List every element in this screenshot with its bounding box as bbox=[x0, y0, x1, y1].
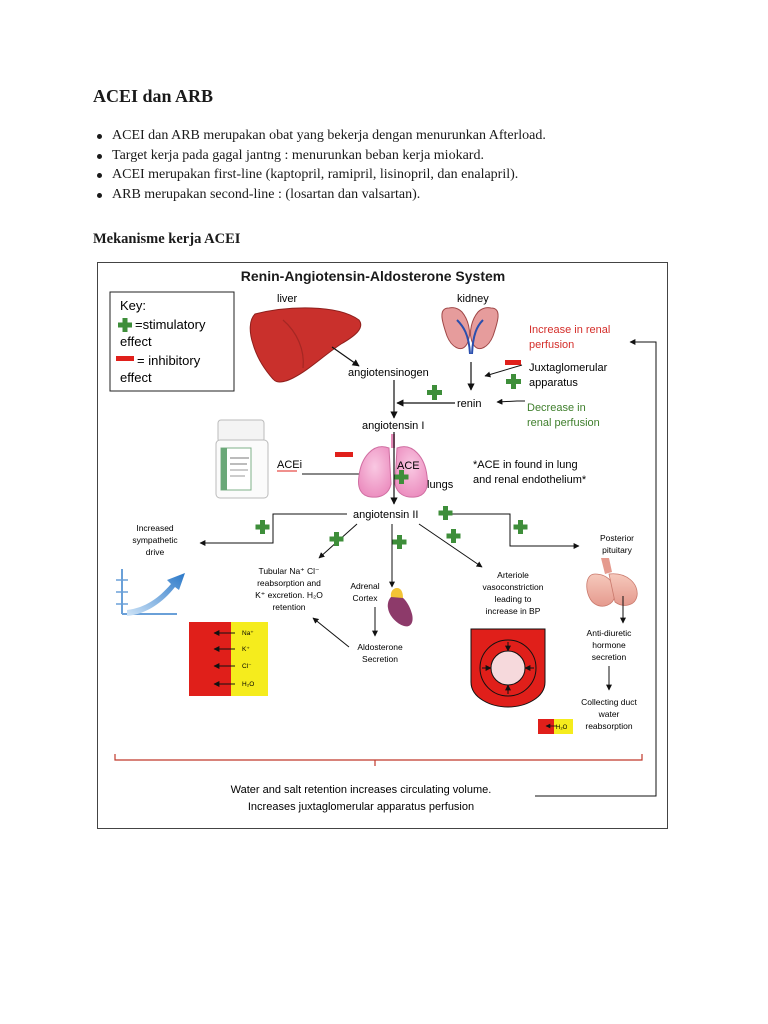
acei-label: ACEi bbox=[277, 459, 302, 471]
arrow-feedback-loop bbox=[535, 339, 657, 797]
lungs-label: lungs bbox=[427, 479, 454, 491]
stimulatory-plus-icon bbox=[513, 520, 528, 534]
stimulatory-plus-icon bbox=[329, 532, 344, 546]
sympathetic-label-2: sympathetic bbox=[132, 535, 178, 545]
arrow-liver-angiotensinogen bbox=[331, 346, 360, 367]
collecting-duct-label-2: water bbox=[598, 709, 620, 719]
stimulatory-plus-icon bbox=[427, 385, 442, 400]
angiotensin-1-label: angiotensin I bbox=[362, 420, 424, 432]
arrow-to-arteriole bbox=[418, 523, 483, 568]
arrow-juxta bbox=[484, 364, 523, 378]
arteriole-label-1: Arteriole bbox=[497, 570, 529, 580]
liver-icon bbox=[249, 307, 362, 383]
arrow-decrease-perfusion bbox=[496, 398, 525, 405]
increase-renal-perfusion-label: Increase in renal bbox=[529, 324, 610, 336]
inhibitory-minus-icon bbox=[116, 356, 134, 361]
bullet-item: Target kerja pada gagal jantng : menurun… bbox=[94, 146, 546, 166]
posterior-pituitary-label-2: pituitary bbox=[602, 545, 633, 555]
ace-note-line-1: *ACE in found in lung bbox=[473, 459, 578, 471]
posterior-pituitary-label-1: Posterior bbox=[600, 533, 634, 543]
adrenal-label-1: Adrenal bbox=[350, 581, 379, 591]
arteriole-label-3: leading to bbox=[495, 594, 532, 604]
raas-diagram: Renin-Angiotensin-Aldosterone System Key… bbox=[97, 262, 668, 829]
page-title: ACEI dan ARB bbox=[93, 86, 214, 106]
lungs-icon bbox=[358, 434, 428, 498]
stimulatory-plus-icon bbox=[255, 520, 270, 534]
key-inhibitory-effect: effect bbox=[120, 370, 152, 385]
summary-line-1: Water and salt retention increases circu… bbox=[231, 784, 492, 796]
sympathetic-label-3: drive bbox=[146, 547, 165, 557]
ion-label: Cl⁻ bbox=[242, 663, 252, 670]
pill-bottle-icon bbox=[215, 419, 269, 499]
tubule-cell-icon bbox=[189, 622, 268, 696]
decrease-renal-perfusion-label: Decrease in bbox=[527, 402, 586, 414]
pituitary-icon bbox=[586, 558, 638, 607]
liver-label: liver bbox=[277, 293, 298, 305]
arrow-to-pituitary bbox=[442, 513, 580, 549]
ion-label: K⁺ bbox=[242, 646, 250, 653]
kidney-label: kidney bbox=[457, 293, 489, 305]
bullet-item: ACEI dan ARB merupakan obat yang bekerja… bbox=[94, 126, 546, 146]
arrow-aldosterone-tubular bbox=[312, 617, 350, 648]
tubular-label-4: retention bbox=[272, 602, 305, 612]
adh-label-3: secretion bbox=[592, 652, 627, 662]
bullet-item: ACEI merupakan first-line (kaptopril, ra… bbox=[94, 165, 546, 185]
arteriole-icon bbox=[470, 628, 546, 708]
aldosterone-label-2: Secretion bbox=[362, 654, 398, 664]
ace-label: ACE bbox=[397, 460, 420, 472]
inhibitory-minus-icon bbox=[505, 360, 521, 365]
ion-label: H₂O bbox=[242, 681, 254, 688]
ace-note-line-2: and renal endothelium* bbox=[473, 474, 587, 486]
key-inhibitory: = inhibitory bbox=[137, 353, 201, 368]
juxtaglomerular-label: Juxtaglomerular bbox=[529, 362, 608, 374]
kidney-icon bbox=[441, 307, 499, 355]
stimulatory-plus-icon bbox=[446, 529, 461, 543]
diagram-title: Renin-Angiotensin-Aldosterone System bbox=[241, 268, 505, 284]
arrow-to-sympathetic bbox=[199, 513, 347, 546]
decrease-renal-perfusion-label-2: renal perfusion bbox=[527, 417, 600, 429]
adrenal-gland-icon bbox=[387, 588, 413, 627]
renin-label: renin bbox=[457, 398, 481, 410]
arteriole-label-4: increase in BP bbox=[486, 606, 541, 616]
bullet-item: ARB merupakan second-line : (losartan da… bbox=[94, 185, 546, 205]
ion-label: Na⁺ bbox=[242, 630, 254, 637]
collecting-duct-label-1: Collecting duct bbox=[581, 697, 637, 707]
water-label: H₂O bbox=[556, 725, 568, 731]
angiotensin-2-label: angiotensin II bbox=[353, 509, 418, 521]
adh-label-1: Anti-diuretic bbox=[587, 628, 633, 638]
inhibitory-minus-icon bbox=[335, 452, 353, 457]
key-stimulatory: =stimulatory bbox=[135, 317, 206, 332]
increase-renal-perfusion-label-2: perfusion bbox=[529, 339, 574, 351]
angiotensinogen-label: angiotensinogen bbox=[348, 367, 429, 379]
key-stimulatory-effect: effect bbox=[120, 334, 152, 349]
stimulatory-plus-icon bbox=[394, 470, 409, 484]
tubular-label-2: reabsorption and bbox=[257, 578, 321, 588]
section-title: Mekanisme kerja ACEI bbox=[93, 231, 241, 247]
adh-label-2: hormone bbox=[592, 640, 626, 650]
key-heading: Key: bbox=[120, 298, 146, 313]
stimulatory-plus-icon bbox=[438, 506, 453, 520]
stimulatory-plus-icon bbox=[506, 374, 521, 389]
juxtaglomerular-label-2: apparatus bbox=[529, 377, 578, 389]
sympathetic-label-1: Increased bbox=[136, 523, 174, 533]
collecting-duct-label-3: reabsorption bbox=[585, 721, 633, 731]
arteriole-label-2: vasoconstriction bbox=[483, 582, 544, 592]
stimulatory-plus-icon bbox=[118, 318, 132, 332]
summary-brace bbox=[114, 754, 643, 766]
stimulatory-plus-icon bbox=[392, 535, 407, 549]
tubular-label-3: K⁺ excretion. H₂O bbox=[255, 590, 323, 600]
water-reabsorption-icon bbox=[538, 719, 573, 734]
bullet-list: ACEI dan ARB merupakan obat yang bekerja… bbox=[94, 126, 546, 204]
tubular-label-1: Tubular Na⁺ Cl⁻ bbox=[258, 566, 319, 576]
aldosterone-label-1: Aldosterone bbox=[357, 642, 403, 652]
summary-line-2: Increases juxtaglomerular apparatus perf… bbox=[248, 801, 474, 813]
rising-graph-icon bbox=[116, 569, 185, 616]
key-legend: Key: =stimulatory effect = inhibitory ef… bbox=[109, 291, 235, 392]
adrenal-label-2: Cortex bbox=[352, 593, 378, 603]
